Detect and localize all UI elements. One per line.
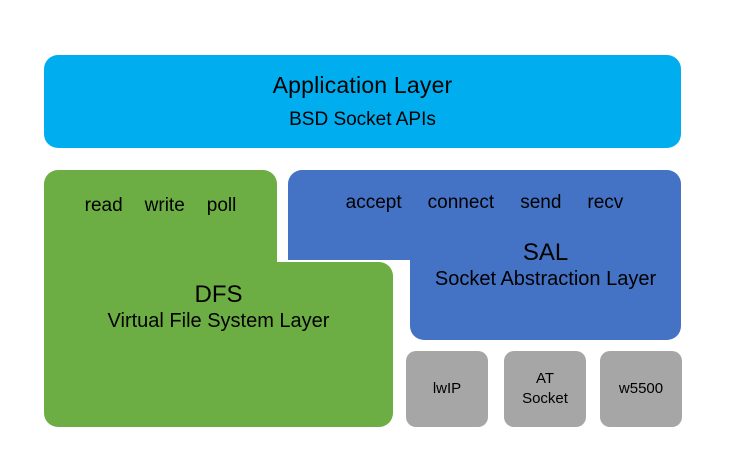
sal-operation-recv[interactable]: recv <box>587 192 624 213</box>
dfs-layer-labels: DFS Virtual File System Layer <box>44 272 393 342</box>
dfs-layer-subtitle: Virtual File System Layer <box>107 310 330 333</box>
sal-layer-box-lower[interactable] <box>410 248 681 340</box>
application-layer-subtitle: BSD Socket APIs <box>289 109 436 130</box>
sal-layer-box-upper[interactable] <box>288 170 681 260</box>
sal-layer-title: SAL <box>522 238 569 266</box>
application-layer-box[interactable]: Application Layer BSD Socket APIs <box>44 55 681 148</box>
backend-box-lwip[interactable]: lwIP <box>406 351 488 427</box>
backend-label-at-socket-line1: AT <box>535 369 555 387</box>
sal-operations-row: accept connect send recv <box>288 186 681 220</box>
sal-layer-subtitle: Socket Abstraction Layer <box>434 268 657 291</box>
backend-label-lwip: lwIP <box>432 379 462 397</box>
backend-box-w5500[interactable]: w5500 <box>600 351 682 427</box>
dfs-operation-poll[interactable]: poll <box>206 195 237 216</box>
sal-layer-labels: SAL Socket Abstraction Layer <box>410 232 681 298</box>
backend-box-at-socket[interactable]: AT Socket <box>504 351 586 427</box>
sal-operation-accept[interactable]: accept <box>345 192 402 213</box>
backend-label-at-socket-line2: Socket <box>522 390 568 407</box>
sal-operation-connect[interactable]: connect <box>427 192 495 213</box>
dfs-layer-title: DFS <box>194 280 243 308</box>
backend-label-w5500: w5500 <box>618 379 664 397</box>
dfs-operation-read[interactable]: read <box>84 195 123 216</box>
backend-label-at-socket: AT Socket <box>522 369 568 410</box>
sal-operation-send[interactable]: send <box>520 192 562 213</box>
dfs-operation-write[interactable]: write <box>144 195 185 216</box>
dfs-operations-row: read write poll <box>44 188 277 224</box>
application-layer-title: Application Layer <box>272 72 453 99</box>
dfs-layer-box-lower[interactable] <box>44 262 393 427</box>
